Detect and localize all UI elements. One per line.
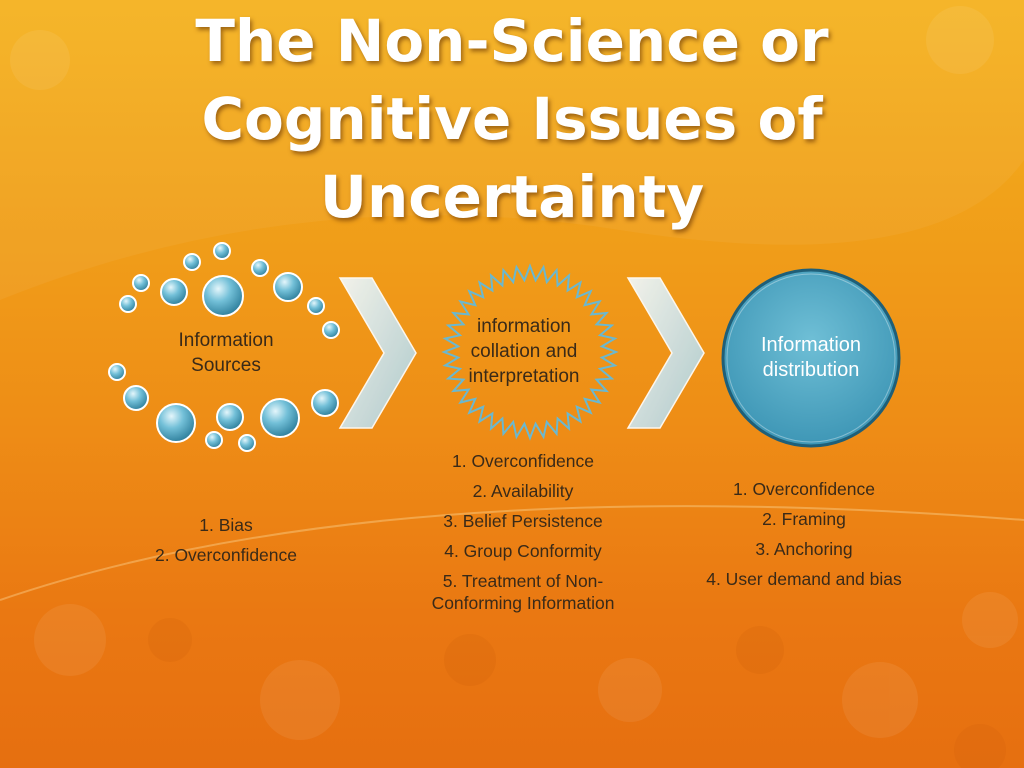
list-item: 5. Treatment of Non-Conforming Informati… — [431, 571, 615, 613]
stage-2-issue-list: 1. Overconfidence 2. Availability 3. Bel… — [412, 450, 634, 622]
chevron-arrow-2 — [626, 277, 705, 429]
list-item: 3. Anchoring — [755, 539, 853, 559]
list-item: 4. Group Conformity — [444, 541, 602, 561]
chevron-arrow-1 — [338, 277, 417, 429]
list-item: 1. Overconfidence — [451, 451, 595, 471]
list-item: 3. Belief Persistence — [443, 511, 603, 531]
interpretation-starburst — [441, 263, 619, 441]
list-item: 2. Availability — [472, 481, 574, 501]
information-sources-bubble-cluster — [108, 242, 340, 452]
stage-1-issue-list: 1. Bias 2. Overconfidence — [120, 514, 332, 574]
stage-3-label: Information distribution — [760, 334, 862, 381]
list-item: 1. Overconfidence — [732, 479, 876, 499]
list-item: 1. Bias — [199, 515, 253, 535]
stage-1-label: Information Sources — [178, 330, 274, 376]
stage-3-issue-list: 1. Overconfidence 2. Framing 3. Anchorin… — [702, 478, 906, 598]
bubble — [108, 242, 340, 452]
title-line-3: Uncertainty — [319, 163, 705, 231]
list-item: 2. Overconfidence — [154, 545, 298, 565]
list-item: 4. User demand and bias — [706, 569, 902, 589]
title-line-1: The Non-Science or — [195, 7, 829, 75]
title-line-2: Cognitive Issues of — [201, 85, 823, 153]
stage-2-label: information collation and interpretation — [468, 316, 580, 387]
slide-title: The Non-Science or Cognitive Issues of U… — [112, 2, 912, 236]
list-item: 2. Framing — [762, 509, 846, 529]
distribution-circle — [721, 268, 901, 448]
